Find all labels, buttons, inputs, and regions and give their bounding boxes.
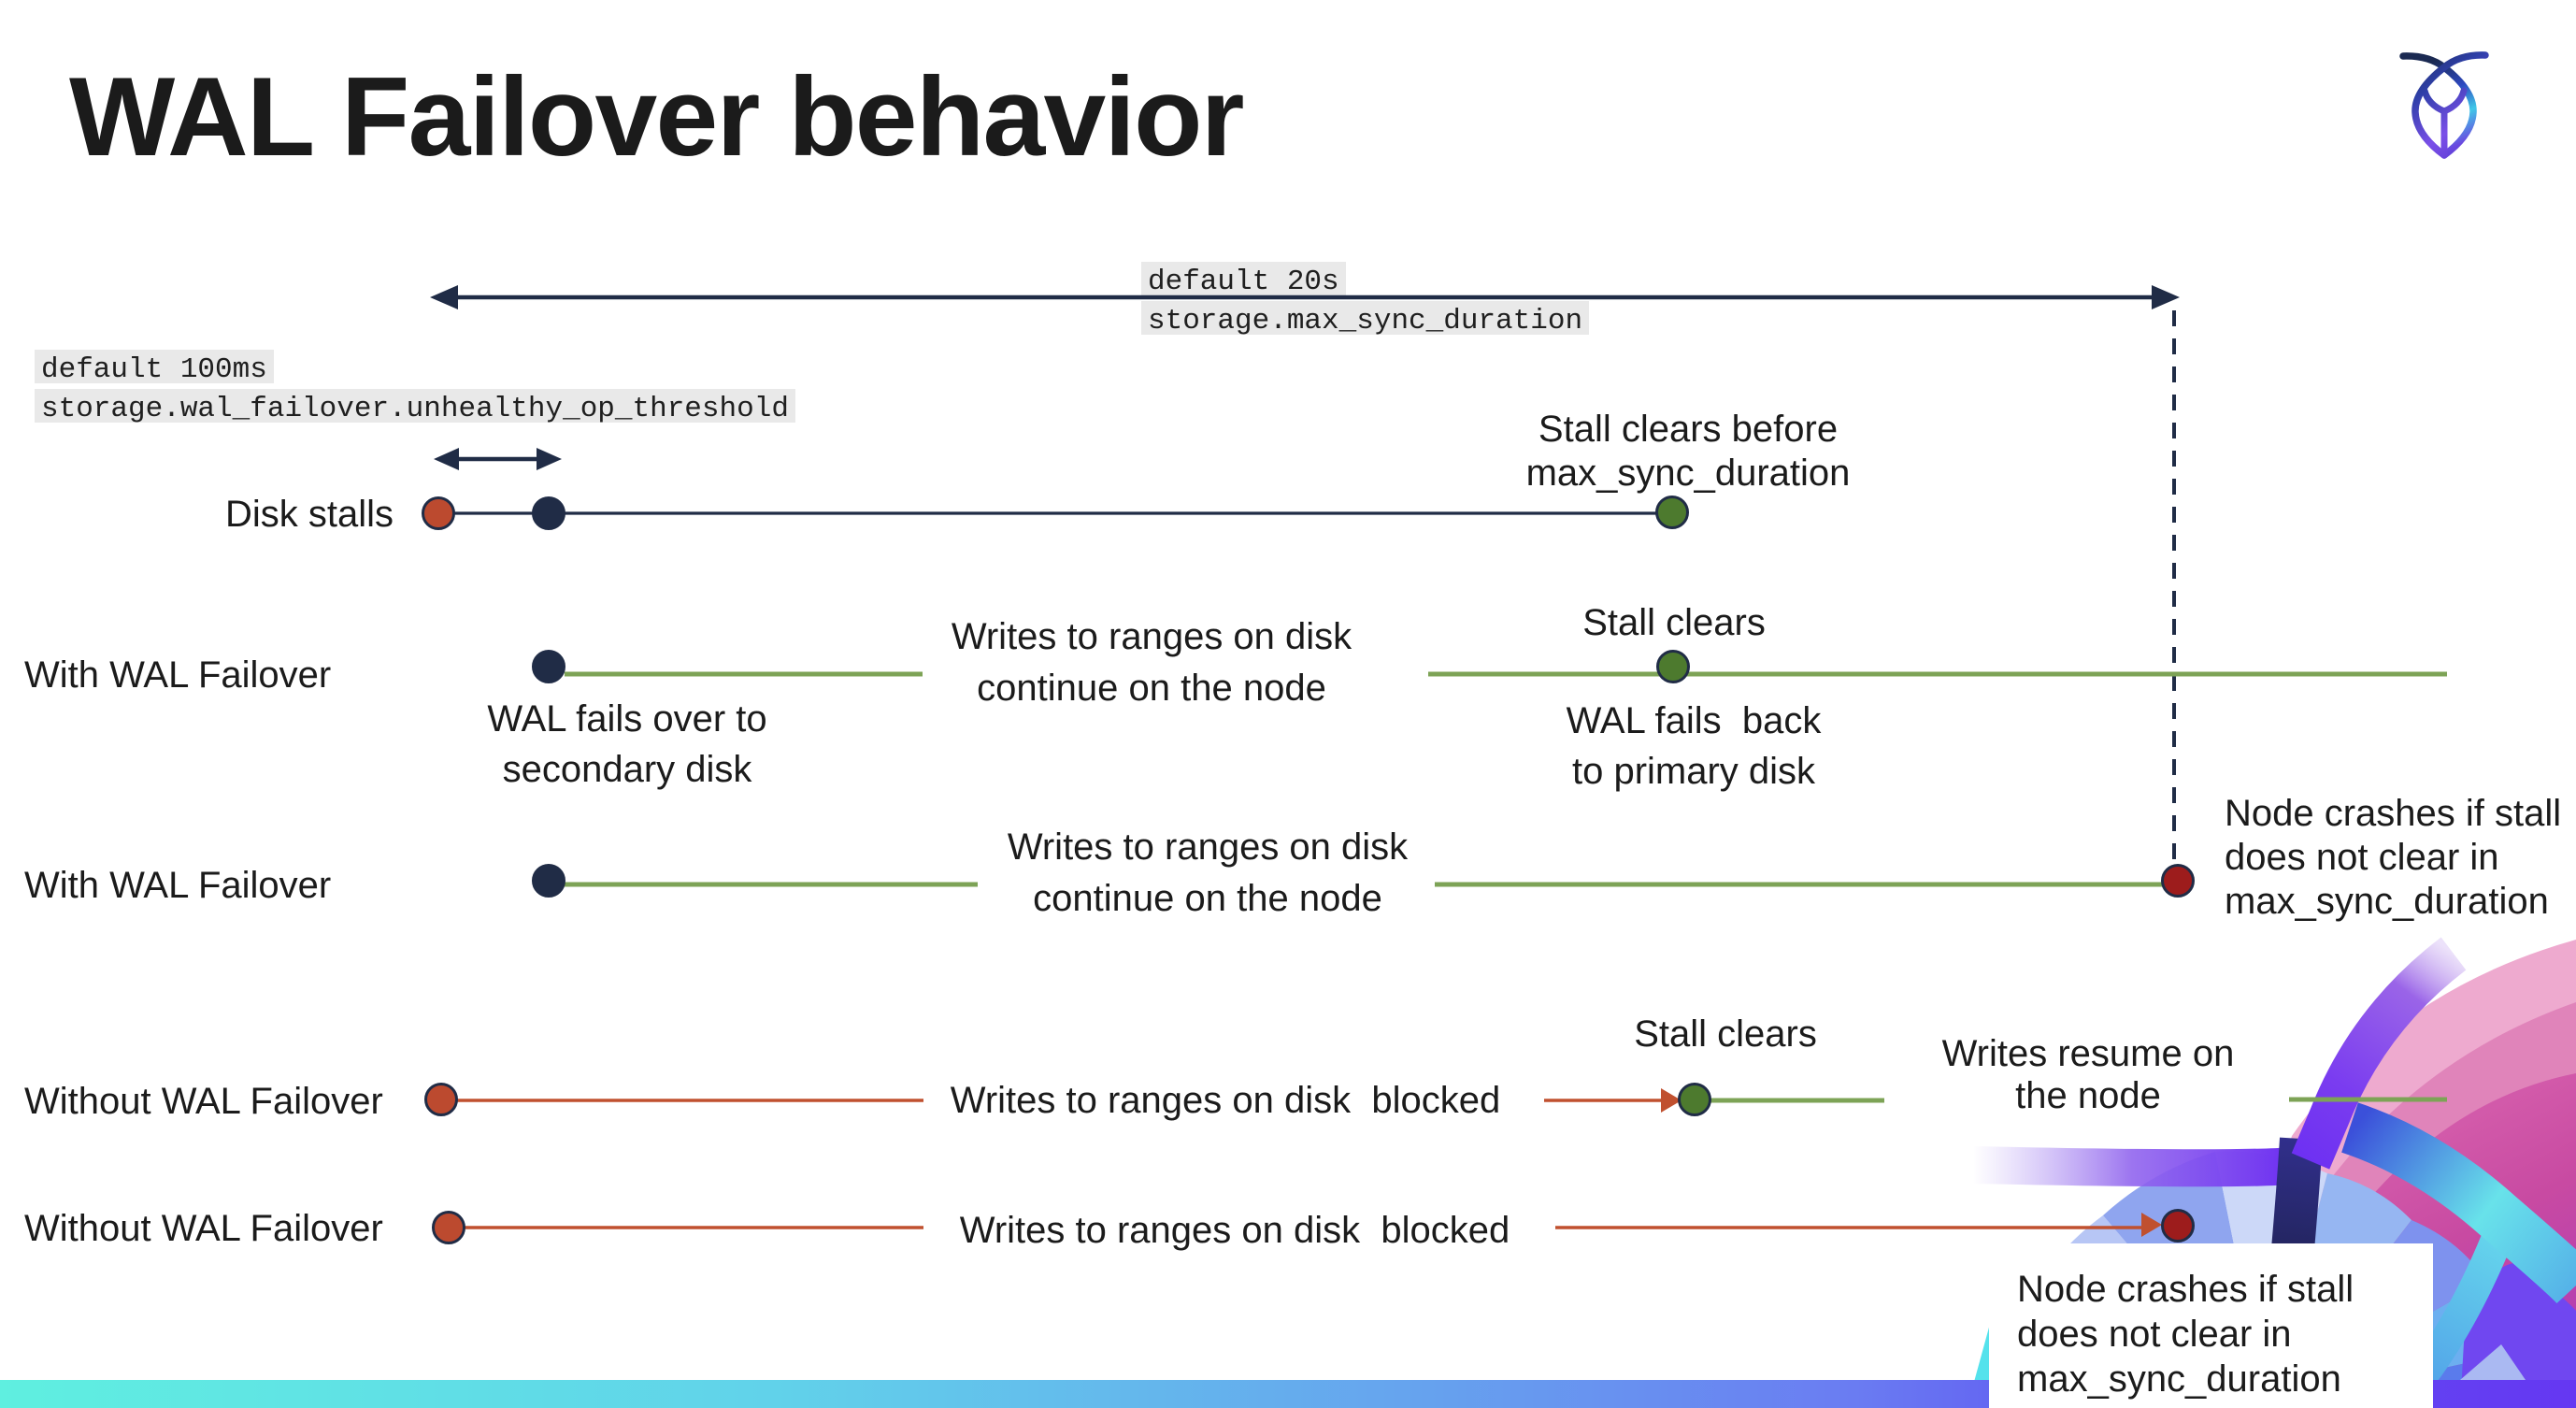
svg-text:continue on the node: continue on the node bbox=[977, 668, 1326, 709]
svg-text:Node crashes if stall: Node crashes if stall bbox=[2017, 1269, 2354, 1310]
svg-text:Stall clears: Stall clears bbox=[1634, 1013, 1817, 1055]
svg-text:Writes to ranges on disk: Writes to ranges on disk bbox=[952, 616, 1352, 657]
svg-text:Node crashes if stall: Node crashes if stall bbox=[2225, 793, 2561, 834]
svg-text:Writes to ranges on disk: Writes to ranges on disk bbox=[1008, 826, 1409, 868]
svg-text:to primary disk: to primary disk bbox=[1572, 751, 1816, 792]
svg-text:storage.max_sync_duration: storage.max_sync_duration bbox=[1148, 305, 1582, 338]
svg-text:WAL Failover behavior: WAL Failover behavior bbox=[69, 54, 1243, 180]
svg-text:Stall clears: Stall clears bbox=[1582, 602, 1766, 643]
svg-text:Stall clears before: Stall clears before bbox=[1538, 409, 1838, 450]
svg-text:does not clear in: does not clear in bbox=[2225, 837, 2499, 878]
svg-text:With WAL Failover: With WAL Failover bbox=[24, 865, 331, 906]
svg-text:max_sync_duration: max_sync_duration bbox=[2225, 881, 2549, 922]
svg-text:Disk stalls: Disk stalls bbox=[225, 494, 394, 535]
svg-text:the node: the node bbox=[2015, 1075, 2161, 1116]
svg-text:WAL fails back: WAL fails back bbox=[1567, 700, 1823, 741]
svg-text:storage.wal_failover.unhealthy: storage.wal_failover.unhealthy_op_thresh… bbox=[41, 393, 789, 425]
svg-text:continue on the node: continue on the node bbox=[1033, 878, 1382, 919]
svg-text:Writes resume on: Writes resume on bbox=[1942, 1033, 2235, 1074]
svg-text:default 100ms: default 100ms bbox=[41, 353, 267, 386]
svg-text:secondary disk: secondary disk bbox=[503, 749, 753, 790]
svg-text:default 20s: default 20s bbox=[1148, 266, 1339, 298]
svg-text:max_sync_duration: max_sync_duration bbox=[2017, 1358, 2341, 1400]
svg-text:WAL fails over to: WAL fails over to bbox=[487, 698, 766, 740]
svg-text:With WAL Failover: With WAL Failover bbox=[24, 654, 331, 696]
svg-text:max_sync_duration: max_sync_duration bbox=[1526, 453, 1851, 494]
svg-text:Writes to ranges on disk bloc: Writes to ranges on disk blocked bbox=[960, 1210, 1510, 1251]
svg-text:does not clear in: does not clear in bbox=[2017, 1314, 2292, 1355]
svg-text:Without WAL Failover: Without WAL Failover bbox=[24, 1208, 383, 1249]
svg-text:Without WAL Failover: Without WAL Failover bbox=[24, 1081, 383, 1122]
svg-text:Writes to ranges on disk bloc: Writes to ranges on disk blocked bbox=[951, 1080, 1500, 1121]
